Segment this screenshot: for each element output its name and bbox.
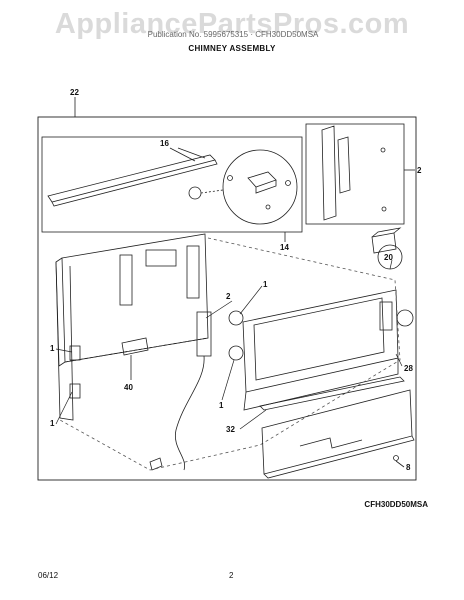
chimney-lower-dash bbox=[64, 337, 209, 363]
base-panel-cutout bbox=[299, 437, 363, 449]
leader-8 bbox=[395, 460, 405, 468]
assembly-frame bbox=[37, 116, 417, 481]
clip-left-upper bbox=[69, 345, 81, 361]
control-panel-lower bbox=[243, 358, 399, 411]
callout-40: 40 bbox=[124, 383, 133, 392]
footer-page-number: 2 bbox=[229, 571, 234, 580]
chimney-vent bbox=[145, 249, 177, 267]
callout-32: 32 bbox=[226, 425, 235, 434]
detail-bracket bbox=[247, 171, 277, 188]
control-panel bbox=[242, 289, 399, 393]
page-title: CHIMNEY ASSEMBLY bbox=[188, 44, 276, 53]
dashed-outline bbox=[59, 237, 401, 471]
leader-16b bbox=[177, 147, 206, 159]
duct-strip bbox=[47, 154, 216, 203]
callout-8: 8 bbox=[406, 463, 411, 472]
inset-box-bracket bbox=[305, 123, 405, 225]
screw-b bbox=[285, 180, 291, 186]
callout-1-left-upper: 1 bbox=[50, 344, 55, 353]
chimney-left-wall bbox=[55, 261, 74, 421]
leader-16a bbox=[169, 147, 196, 162]
chimney-back-panel bbox=[61, 233, 209, 363]
switch-top bbox=[371, 227, 402, 238]
bracket-clip bbox=[337, 136, 351, 194]
mount-bracket-40 bbox=[121, 337, 149, 356]
chimney-slot-a bbox=[119, 254, 133, 306]
watermark-logo: AppliancePartsPros.com bbox=[54, 8, 410, 40]
screw-c bbox=[265, 204, 271, 210]
knob-lower bbox=[228, 345, 244, 361]
control-switches bbox=[379, 301, 393, 331]
chimney-slot-b bbox=[186, 245, 200, 299]
trim-strip bbox=[259, 376, 405, 411]
control-panel-window bbox=[253, 297, 385, 381]
callout-20: 20 bbox=[384, 253, 393, 262]
callout-2-lower: 2 bbox=[226, 292, 231, 301]
base-panel bbox=[261, 389, 413, 475]
detail-link bbox=[200, 189, 224, 194]
model-number: CFH30DD50MSA bbox=[364, 500, 428, 509]
bracket-rail bbox=[321, 125, 337, 221]
bracket-screw-a bbox=[380, 147, 386, 153]
footer-date: 06/12 bbox=[38, 571, 59, 580]
small-part bbox=[188, 186, 202, 200]
callout-2-upper: 2 bbox=[417, 166, 422, 175]
callout-1-center: 1 bbox=[219, 401, 224, 410]
callout-1-upper-right: 1 bbox=[263, 280, 268, 289]
publication-header: Publication No. 5995675315 · CFH30DD50MS… bbox=[147, 30, 319, 39]
bracket-screw-b bbox=[381, 206, 387, 212]
switch-body bbox=[371, 232, 397, 254]
callout-1-left-lower: 1 bbox=[50, 419, 55, 428]
detail-circle bbox=[222, 149, 298, 225]
callout-14: 14 bbox=[280, 243, 289, 252]
callout-28: 28 bbox=[404, 364, 413, 373]
control-callout-ring bbox=[396, 309, 414, 327]
base-panel-flange bbox=[263, 435, 415, 479]
callout-22: 22 bbox=[70, 88, 79, 97]
wire-harness bbox=[174, 355, 205, 471]
wire-plug bbox=[149, 457, 163, 471]
callout-16: 16 bbox=[160, 139, 169, 148]
detail-bracket-side bbox=[255, 180, 277, 194]
screw-8 bbox=[393, 455, 399, 461]
clip-left-lower bbox=[69, 383, 81, 399]
screw-a bbox=[227, 175, 233, 181]
switch-bracket bbox=[196, 311, 212, 357]
knob-upper bbox=[228, 310, 244, 326]
duct-strip-edge bbox=[51, 159, 218, 207]
inset-box-duct bbox=[41, 136, 303, 233]
